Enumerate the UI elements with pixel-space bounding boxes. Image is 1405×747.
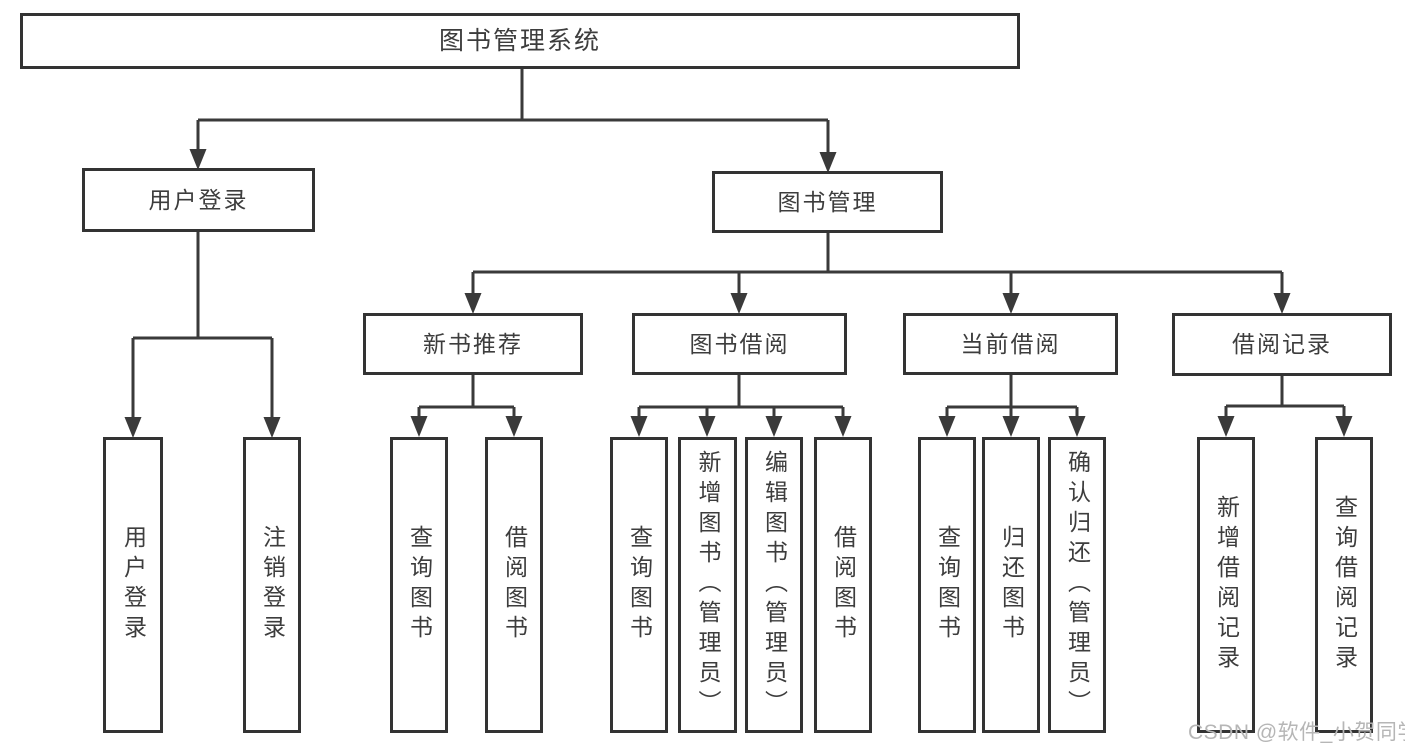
node-book-management: 图书管理 bbox=[712, 171, 943, 233]
node-book-borrowing: 图书借阅 bbox=[632, 313, 847, 375]
wire-user-login-children bbox=[131, 232, 274, 419]
leaf-confirm-return-admin: 确认归还（管理员） bbox=[1048, 437, 1106, 733]
leaf-logout: 注销登录 bbox=[243, 437, 301, 733]
wire-book-mgmt-modules bbox=[471, 233, 1284, 295]
wire-new-book-children bbox=[417, 375, 516, 418]
leaf-query-book-newbook: 查询图书 bbox=[390, 437, 448, 733]
wire-borrowing-children bbox=[637, 375, 845, 418]
node-current-borrowing: 当前借阅 bbox=[903, 313, 1118, 375]
wire-root-to-branches bbox=[196, 69, 830, 152]
leaf-return-book: 归还图书 bbox=[982, 437, 1040, 733]
leaf-query-book-borrowing: 查询图书 bbox=[610, 437, 668, 733]
leaf-borrow-book-newbook: 借阅图书 bbox=[485, 437, 543, 733]
leaf-query-borrow-record: 查询借阅记录 bbox=[1315, 437, 1373, 733]
node-new-book-recommend: 新书推荐 bbox=[363, 313, 583, 375]
leaf-add-borrow-record: 新增借阅记录 bbox=[1197, 437, 1255, 733]
node-user-login: 用户登录 bbox=[82, 168, 315, 232]
leaf-query-book-current: 查询图书 bbox=[918, 437, 976, 733]
leaf-user-login: 用户登录 bbox=[103, 437, 163, 733]
leaf-add-book-admin: 新增图书（管理员） bbox=[678, 437, 737, 733]
wire-current-children bbox=[945, 375, 1079, 418]
arrowheads bbox=[124, 149, 1353, 438]
node-borrow-records: 借阅记录 bbox=[1172, 313, 1392, 376]
csdn-watermark: CSDN @软件_小贺同学 bbox=[1188, 721, 1405, 744]
node-library-system: 图书管理系统 bbox=[20, 13, 1020, 69]
leaf-borrow-book-borrowing: 借阅图书 bbox=[814, 437, 872, 733]
leaf-edit-book-admin: 编辑图书（管理员） bbox=[745, 437, 803, 733]
wire-records-children bbox=[1224, 376, 1346, 418]
